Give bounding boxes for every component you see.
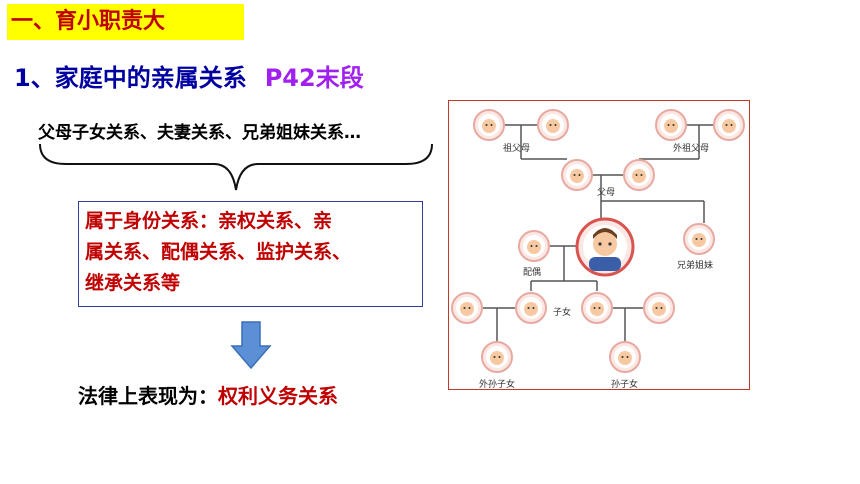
- label-daughters-children: 外孙子女: [479, 380, 516, 390]
- page-heading: 1、家庭中的亲属关系 P42末段: [14, 58, 364, 93]
- label-maternal-grandparents: 外祖父母: [673, 144, 710, 154]
- label-parents: 父母: [597, 188, 616, 198]
- law-label: 法律上表现为：: [78, 384, 218, 408]
- relations-list: 父母子女关系、夫妻关系、兄弟姐妹关系…: [38, 123, 361, 143]
- label-paternal-grandparents: 祖父母: [503, 144, 531, 154]
- label-children: 子女: [553, 308, 572, 318]
- law-value: 权利义务关系: [218, 384, 338, 408]
- brace-icon: [39, 143, 433, 191]
- self-avatar: [575, 217, 635, 277]
- identity-line-3: 继承关系等: [85, 272, 181, 294]
- identity-line-1: 属于身份关系：亲权关系、亲: [85, 210, 333, 232]
- family-tree-diagram: 祖父母 外祖父母 父母 配偶 兄弟姐妹 子女 外孙子女 孙子女: [448, 100, 750, 390]
- label-spouse: 配偶: [523, 268, 542, 278]
- section-title: 一、育小职责大: [7, 4, 244, 40]
- page-reference: P42末段: [264, 64, 364, 92]
- identity-relations-box: 属于身份关系：亲权关系、亲 属关系、配偶关系、监护关系、 继承关系等: [78, 201, 423, 307]
- label-siblings: 兄弟姐妹: [677, 261, 714, 271]
- law-expression: 法律上表现为：权利义务关系: [78, 380, 338, 409]
- heading-text: 1、家庭中的亲属关系: [14, 64, 247, 92]
- down-arrow-icon: [230, 321, 272, 370]
- label-sons-children: 孙子女: [611, 380, 639, 390]
- identity-line-2: 属关系、配偶关系、监护关系、: [85, 241, 352, 263]
